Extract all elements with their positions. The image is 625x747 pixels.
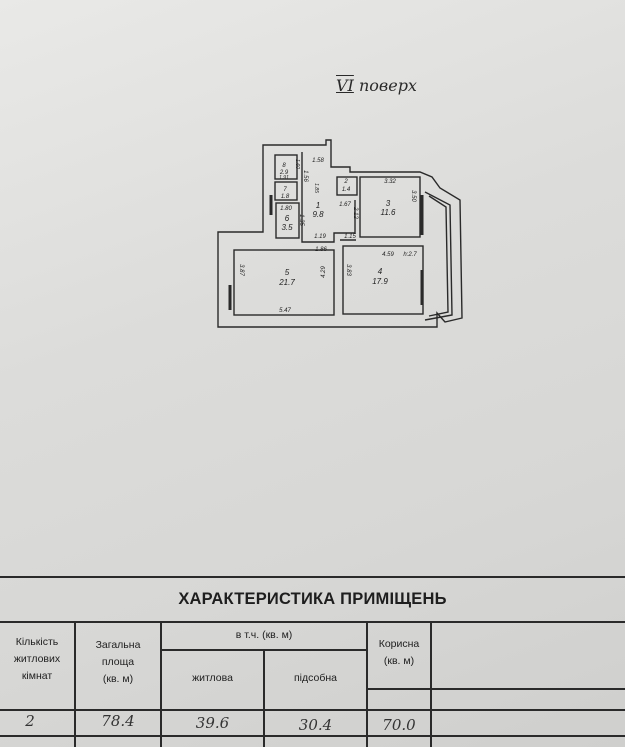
dim: 4.29 — [321, 266, 327, 278]
room-5-number: 5 — [285, 268, 290, 277]
divider — [430, 621, 432, 747]
table-title: ХАРАКТЕРИСТИКА ПРИМІЩЕНЬ — [178, 590, 447, 608]
room-8-area: 2.9 — [279, 170, 289, 176]
room-7-number: 7 — [283, 187, 287, 193]
floor-label: VI поверх — [336, 76, 417, 95]
dim: 1.85 — [313, 183, 319, 193]
header-line: Загальна — [95, 639, 141, 651]
divider — [160, 621, 162, 747]
header-total-area: Загальна площа (кв. м) — [76, 637, 160, 688]
dim: 3.50 — [410, 190, 416, 202]
divider — [0, 735, 625, 737]
header-line: (кв. м) — [102, 673, 134, 685]
dim: 3.87 — [238, 264, 244, 276]
room-8 — [274, 154, 298, 180]
room-6 — [275, 202, 300, 239]
header-line: Кількість — [15, 636, 59, 648]
room-1-area: 9.8 — [312, 210, 324, 219]
dim: 5.47 — [279, 308, 291, 314]
header-useful: Корисна (кв. м) — [368, 636, 430, 670]
room-6-number: 6 — [285, 214, 290, 223]
value-living: 39.6 — [195, 714, 230, 732]
room-2-number: 2 — [343, 179, 348, 185]
room-7-area: 1.8 — [281, 194, 290, 200]
room-3-number: 3 — [386, 199, 391, 208]
header-rooms-count: Кількість житлових кімнат — [0, 634, 74, 685]
floor-number: VI — [336, 76, 354, 95]
room-5-area: 21.7 — [278, 278, 295, 287]
header-line: Корисна — [378, 638, 420, 650]
dim: 1.80 — [280, 206, 292, 212]
floor-plan: 1 9.8 2 1.4 3 11.6 4 17.9 5 21.7 6 3.5 7… — [217, 139, 463, 328]
value-rooms-count: 2 — [25, 712, 35, 730]
dim: 1.60 — [294, 159, 300, 169]
dim: 1.91 — [279, 175, 289, 181]
room-4-number: 4 — [378, 267, 383, 276]
header-line: житлових — [13, 653, 61, 665]
dim: 1.58 — [312, 158, 324, 164]
floor-word: поверх — [358, 76, 417, 95]
divider — [366, 688, 625, 690]
dim: 3.83 — [345, 264, 351, 276]
value-useful: 70.0 — [382, 716, 416, 734]
dim: 1.19 — [314, 234, 326, 240]
dim: 1.86 — [315, 247, 327, 253]
divider — [366, 621, 368, 747]
value-total-area: 78.4 — [101, 712, 135, 730]
header-auxiliary: підсобна — [293, 672, 337, 684]
dim: 1.56 — [302, 170, 308, 182]
room-6-area: 3.5 — [281, 223, 293, 232]
header-line: кімнат — [21, 670, 53, 682]
dim: 1.67 — [339, 202, 351, 208]
dim: 4.59 — [382, 252, 394, 258]
header-living: житлова — [192, 672, 233, 684]
value-auxiliary: 30.4 — [298, 716, 333, 734]
room-3-area: 11.6 — [381, 208, 397, 217]
room-8-number: 8 — [282, 163, 286, 169]
divider — [263, 649, 265, 747]
dim: 3.32 — [384, 179, 396, 185]
room-4-area: 17.9 — [372, 277, 388, 286]
dim: h:2.7 — [403, 252, 417, 258]
header-incl: в т.ч. (кв. м) — [235, 629, 293, 641]
dim: 2.12 — [352, 206, 358, 219]
header-line: площа — [101, 656, 135, 668]
divider — [0, 621, 625, 623]
divider — [74, 621, 76, 747]
room-7 — [274, 181, 298, 201]
table-top-rule — [0, 576, 625, 578]
dim: 1.35 — [298, 214, 304, 226]
room-1-number: 1 — [316, 201, 320, 210]
room-2-area: 1.4 — [342, 187, 351, 193]
room-5 — [233, 249, 335, 316]
divider — [0, 709, 625, 711]
dim: 1.15 — [344, 234, 356, 240]
room-2 — [336, 176, 358, 196]
header-line: (кв. м) — [383, 655, 415, 667]
room-3 — [359, 176, 421, 238]
